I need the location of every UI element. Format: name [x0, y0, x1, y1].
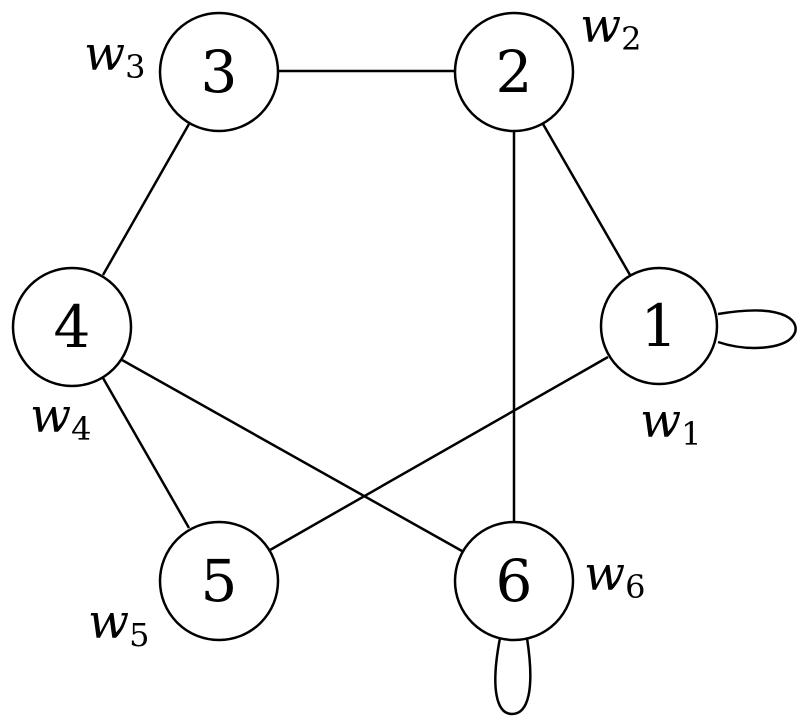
edge-2-1: [541, 123, 632, 276]
weight-w2-subscript: 2: [621, 20, 641, 58]
edge-3-4: [101, 123, 191, 276]
self-loop-node-1: [717, 309, 797, 350]
node-6-circle: [453, 520, 575, 642]
weight-label-w4: w4: [30, 388, 91, 448]
node-2-circle: [453, 11, 575, 133]
weight-label-w3: w3: [84, 26, 145, 86]
edge-4-5: [101, 377, 191, 529]
weight-w5-base: w: [88, 594, 129, 650]
node-4-circle: [11, 266, 133, 388]
weight-w4-subscript: 4: [71, 410, 91, 448]
node-1-label: 1: [641, 292, 678, 360]
weight-labels-layer: w1 w2 w3 w4 w5 w6: [30, 0, 701, 654]
graph-node-3: 3: [158, 11, 280, 133]
node-3-circle: [158, 11, 280, 133]
weight-w6-subscript: 6: [625, 568, 645, 606]
weight-w1-subscript: 1: [681, 415, 701, 453]
weight-w2-base: w: [580, 0, 621, 54]
weight-w3-subscript: 3: [125, 48, 145, 86]
node-6-label: 6: [496, 547, 533, 615]
node-4-label: 4: [54, 293, 91, 361]
weight-w4-base: w: [30, 388, 71, 444]
weight-w1-base: w: [640, 393, 681, 449]
graph-node-6: 6: [453, 520, 575, 642]
edge-4-6: [121, 358, 463, 553]
weight-w5-subscript: 5: [129, 616, 149, 654]
weight-label-w2: w2: [580, 0, 641, 58]
weight-label-w1: w1: [640, 393, 701, 453]
graph-node-4: 4: [11, 266, 133, 388]
node-5-circle: [158, 520, 280, 642]
edge-1-5: [269, 355, 609, 552]
weight-label-w5: w5: [88, 594, 149, 654]
graph-node-1: 1: [599, 266, 719, 386]
weight-w6-base: w: [584, 546, 625, 602]
node-5-label: 5: [201, 547, 238, 615]
self-loops-layer: [494, 309, 797, 716]
edges-layer: [101, 69, 632, 553]
graph-node-5: 5: [158, 520, 280, 642]
weight-label-w6: w6: [584, 546, 645, 606]
self-loop-node-6: [494, 637, 532, 716]
node-1-circle: [599, 266, 719, 386]
weight-w3-base: w: [84, 26, 125, 82]
graph-node-2: 2: [453, 11, 575, 133]
node-3-label: 3: [201, 38, 238, 106]
nodes-layer: 1 2 3 4 5 6: [11, 11, 719, 642]
node-2-label: 2: [496, 38, 533, 106]
